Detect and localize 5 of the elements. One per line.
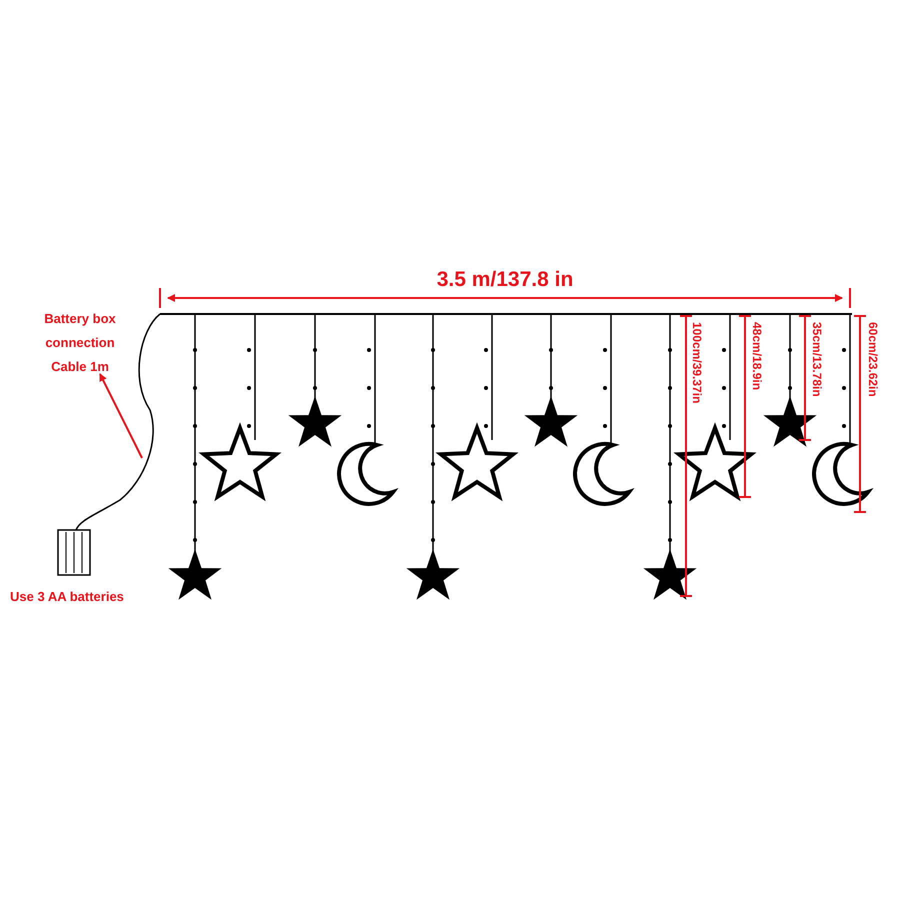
dimension-label: 60cm/23.62in [866, 322, 880, 397]
callout-text: Battery box connection Cable 1m [30, 307, 130, 379]
caption-text: Use 3 AA batteries [10, 589, 124, 604]
dimension-label: 3.5 m/137.8 in [436, 268, 574, 292]
leader-line [99, 373, 143, 458]
